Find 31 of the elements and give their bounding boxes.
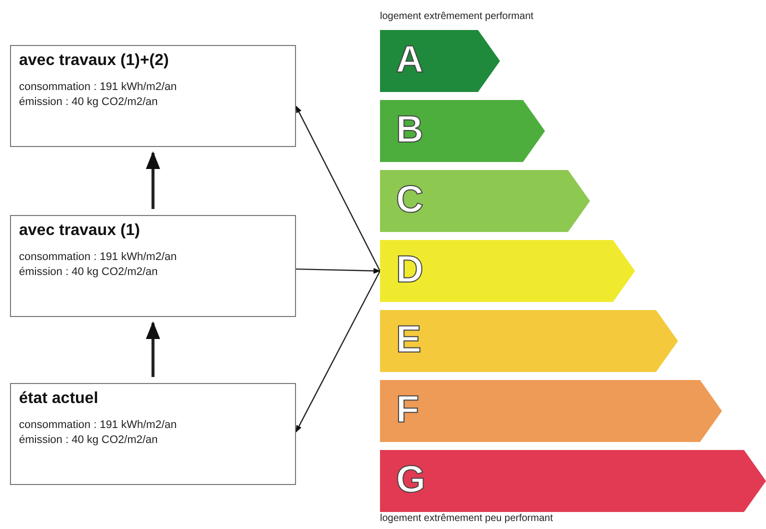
- scenario-detail: consommation : 191 kWh/m2/an: [19, 250, 178, 265]
- arrow: [295, 106, 381, 272]
- energy-class-letter: F: [396, 388, 420, 432]
- energy-class-bar: [380, 310, 678, 372]
- scenario-box: [10, 45, 296, 147]
- energy-class-letter: E: [396, 318, 422, 362]
- arrow: [146, 151, 160, 209]
- scenario-title: avec travaux (1)+(2): [19, 52, 170, 70]
- scenario-detail: émission : 40 kg CO2/m2/an: [19, 265, 159, 280]
- scenario-title: état actuel: [19, 390, 100, 408]
- scenario-title: avec travaux (1): [19, 222, 141, 240]
- scenario-box: [10, 215, 296, 317]
- scenario-detail: consommation : 191 kWh/m2/an: [19, 80, 178, 95]
- scenario-detail: consommation : 191 kWh/m2/an: [19, 418, 178, 433]
- energy-class-letter: C: [396, 178, 424, 222]
- energy-class-bar: [380, 30, 500, 92]
- energy-class-bar: [380, 450, 766, 512]
- energy-class-letter: B: [396, 108, 424, 152]
- arrow: [295, 270, 381, 433]
- energy-class-bar: [380, 380, 722, 442]
- arrow: [296, 268, 381, 274]
- energy-class-letter: G: [396, 458, 426, 502]
- energy-class-bar: [380, 170, 590, 232]
- energy-class-letter: A: [396, 38, 424, 82]
- scenario-detail: émission : 40 kg CO2/m2/an: [19, 95, 159, 110]
- energy-class-bar: [380, 240, 635, 302]
- energy-class-letter: D: [396, 248, 424, 292]
- energy-class-bar: [380, 100, 545, 162]
- scenario-box: [10, 383, 296, 485]
- arrow: [146, 321, 160, 377]
- scenario-detail: émission : 40 kg CO2/m2/an: [19, 433, 159, 448]
